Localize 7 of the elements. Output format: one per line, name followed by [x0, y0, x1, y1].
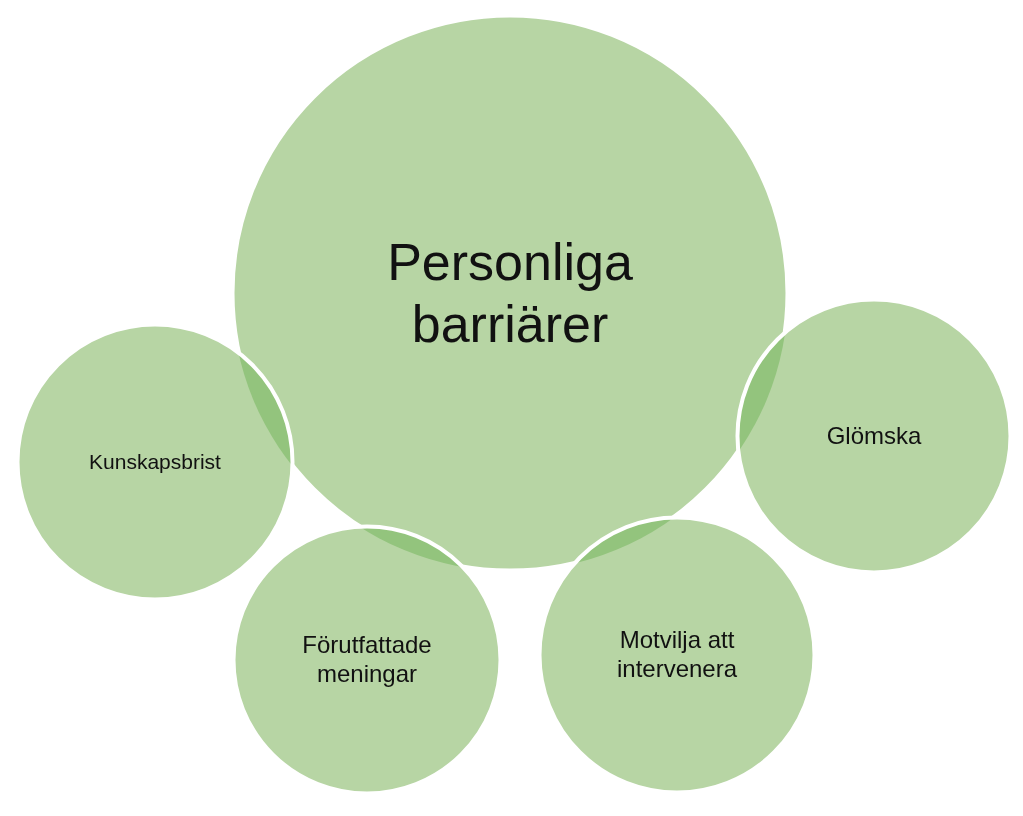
node-label: Förutfattade meningar — [301, 631, 433, 689]
node-label: Personliga barriärer — [386, 231, 634, 355]
circle-node — [735, 297, 1013, 575]
node-label: Motvilja att intervenera — [615, 626, 739, 684]
node-label: Kunskapsbrist — [88, 449, 222, 475]
circle-node — [230, 13, 790, 573]
node-label: Glömska — [825, 421, 923, 451]
